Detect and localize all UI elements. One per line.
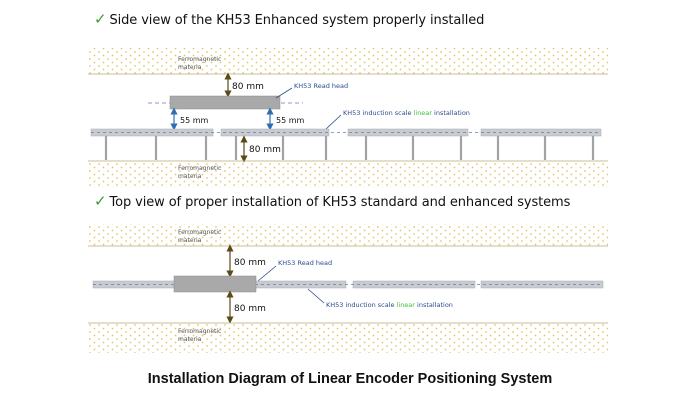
read-head-label: KH53 Read head	[294, 82, 348, 90]
checkmark-icon: ✓	[94, 192, 107, 210]
ferromagnetic-bottom-region	[88, 323, 608, 353]
checkmark-icon: ✓	[94, 10, 107, 28]
ferro-top-label-2: materia	[178, 237, 202, 244]
read-head-leader	[257, 265, 277, 282]
gap-right-label: 55 mm	[276, 116, 305, 125]
rail-supports	[104, 136, 595, 160]
scale-rail	[90, 128, 602, 137]
ferromagnetic-bottom-region	[88, 161, 608, 188]
scale-label: KH53 induction scale linear installation	[343, 109, 470, 117]
dim-top-label: 80 mm	[234, 258, 266, 268]
read-head-label: KH53 Read head	[278, 259, 332, 267]
ferro-top-label-1: Ferromagnetic	[178, 229, 221, 236]
scale-rail	[92, 280, 604, 289]
read-head	[169, 95, 281, 110]
ferro-bottom-label-1: Ferromagnetic	[178, 165, 221, 172]
ferro-bottom-label-2: materia	[178, 336, 202, 343]
scale-leader	[307, 288, 325, 304]
ferro-top-label-1: Ferromagnetic	[178, 56, 221, 63]
scale-label: KH53 induction scale linear installation	[326, 301, 453, 309]
scale-leader	[325, 114, 342, 130]
ferro-bottom-label-1: Ferromagnetic	[178, 328, 221, 335]
top-view-diagram: Ferromagnetic materia 80 mm KH53 Read he…	[88, 224, 608, 353]
gap-left-label: 55 mm	[180, 116, 209, 125]
ferro-bottom-label-2: materia	[178, 173, 202, 180]
side-view-panel: ✓Side view of the KH53 Enhanced system p…	[88, 8, 608, 188]
dim-bottom-label: 80 mm	[234, 304, 266, 314]
dim-top-label: 80 mm	[232, 82, 264, 92]
ferromagnetic-top-region	[88, 48, 608, 74]
read-head	[173, 275, 257, 293]
figure-caption: Installation Diagram of Linear Encoder P…	[147, 371, 553, 387]
top-view-panel: ✓Top view of proper installation of KH53…	[88, 190, 608, 353]
top-view-title: ✓Top view of proper installation of KH53…	[94, 192, 571, 210]
read-head-leader	[275, 87, 293, 99]
side-view-diagram: Ferromagnetic materia 80 mm KH53 Read he…	[88, 48, 608, 188]
dim-bottom-label: 80 mm	[249, 145, 281, 155]
ferro-top-label-2: materia	[178, 64, 202, 71]
side-view-title: ✓Side view of the KH53 Enhanced system p…	[94, 10, 485, 28]
ferromagnetic-top-region	[88, 224, 608, 246]
